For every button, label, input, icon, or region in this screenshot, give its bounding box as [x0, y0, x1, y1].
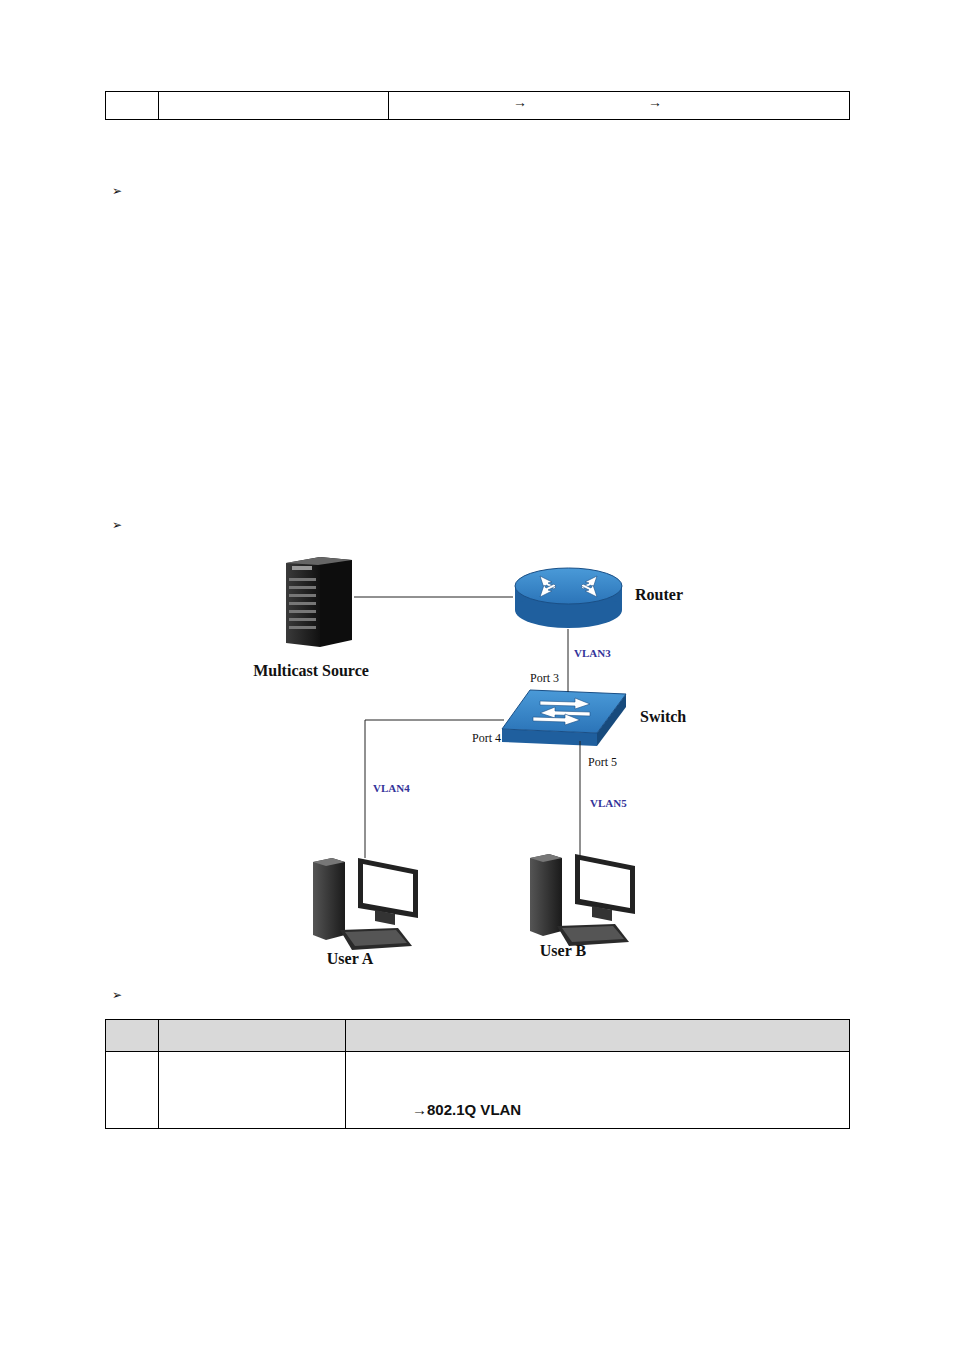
network-link — [568, 629, 569, 692]
network-link — [354, 597, 513, 598]
bullet: ➢ — [112, 518, 122, 532]
vlan-label: VLAN3 — [573, 647, 612, 659]
user-pc-node: User B — [528, 852, 637, 947]
node-label: Router — [635, 586, 683, 604]
network-link — [365, 720, 504, 858]
computer-icon — [313, 858, 418, 950]
router-icon — [515, 568, 622, 628]
port-label: Port 5 — [588, 755, 617, 770]
table-top — [106, 92, 850, 120]
table-arrow: → — [513, 94, 527, 110]
switch-icon — [502, 690, 626, 746]
table-cell: →802.1Q VLAN — [412, 1101, 521, 1118]
node-label: User B — [540, 942, 586, 960]
vlan-label: VLAN4 — [372, 782, 411, 794]
port-label: Port 4 — [472, 731, 501, 746]
user-pc-node: User A — [311, 856, 420, 951]
port-label: Port 3 — [530, 671, 559, 686]
node-label: User A — [327, 950, 373, 968]
server-icon — [286, 557, 352, 647]
table-arrow: → — [648, 94, 662, 110]
node-label: Switch — [640, 708, 686, 726]
server-node: Multicast Source — [282, 555, 354, 649]
switch-node: Switch — [500, 689, 628, 747]
bullet: ➢ — [112, 988, 122, 1002]
vlan-label: VLAN5 — [589, 797, 628, 809]
network-link — [580, 741, 581, 856]
router-node: Router — [513, 567, 624, 629]
table-bottom — [106, 1020, 850, 1129]
node-label: Multicast Source — [253, 662, 369, 680]
bullet: ➢ — [112, 184, 122, 198]
computer-icon — [530, 854, 635, 946]
